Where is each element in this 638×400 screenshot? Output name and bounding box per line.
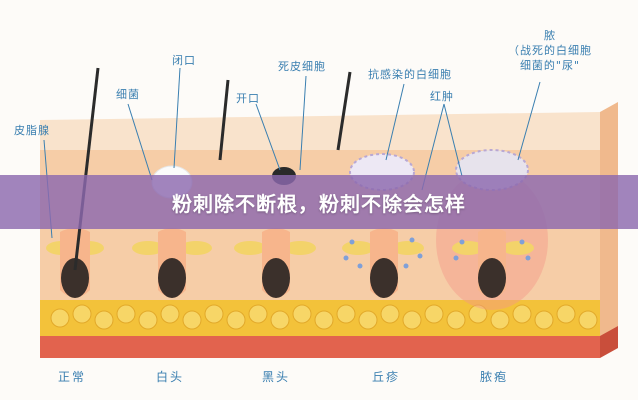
bottom-label-pustule: 脓疱	[480, 370, 509, 384]
label-infected-white-cells: 抗感染的白细胞	[368, 68, 452, 81]
bottom-label-whitehead: 白头	[156, 370, 185, 384]
bottom-label-blackhead: 黑头	[262, 370, 291, 384]
label-sebaceous-gland: 皮脂腺	[14, 124, 50, 137]
label-pus-title: 脓	[544, 29, 556, 42]
label-pus-line3: 细菌的"尿"	[519, 59, 581, 72]
bottom-label-normal: 正常	[58, 370, 87, 384]
follicle-papule	[342, 153, 424, 298]
fat-cells	[50, 304, 598, 330]
label-redness: 红肿	[430, 90, 454, 103]
base-layer	[40, 336, 600, 358]
label-bacteria: 细菌	[116, 88, 140, 101]
title-banner: 粉刺除不断根，粉刺不除会怎样	[0, 175, 638, 229]
label-open: 开口	[236, 92, 260, 105]
base-side-face	[600, 326, 618, 358]
banner-title: 粉刺除不断根，粉刺不除会怎样	[172, 191, 466, 216]
label-pus-line2: （战死的白细胞	[508, 44, 592, 57]
follicle-blackhead	[218, 71, 352, 298]
label-closed: 闭口	[172, 54, 196, 67]
bottom-label-papule: 丘疹	[372, 370, 401, 384]
follicle-normal	[46, 67, 104, 298]
label-dead-skin-cells: 死皮细胞	[278, 60, 326, 73]
label-pus-block: 脓 （战死的白细胞 细菌的"尿"	[508, 28, 592, 73]
